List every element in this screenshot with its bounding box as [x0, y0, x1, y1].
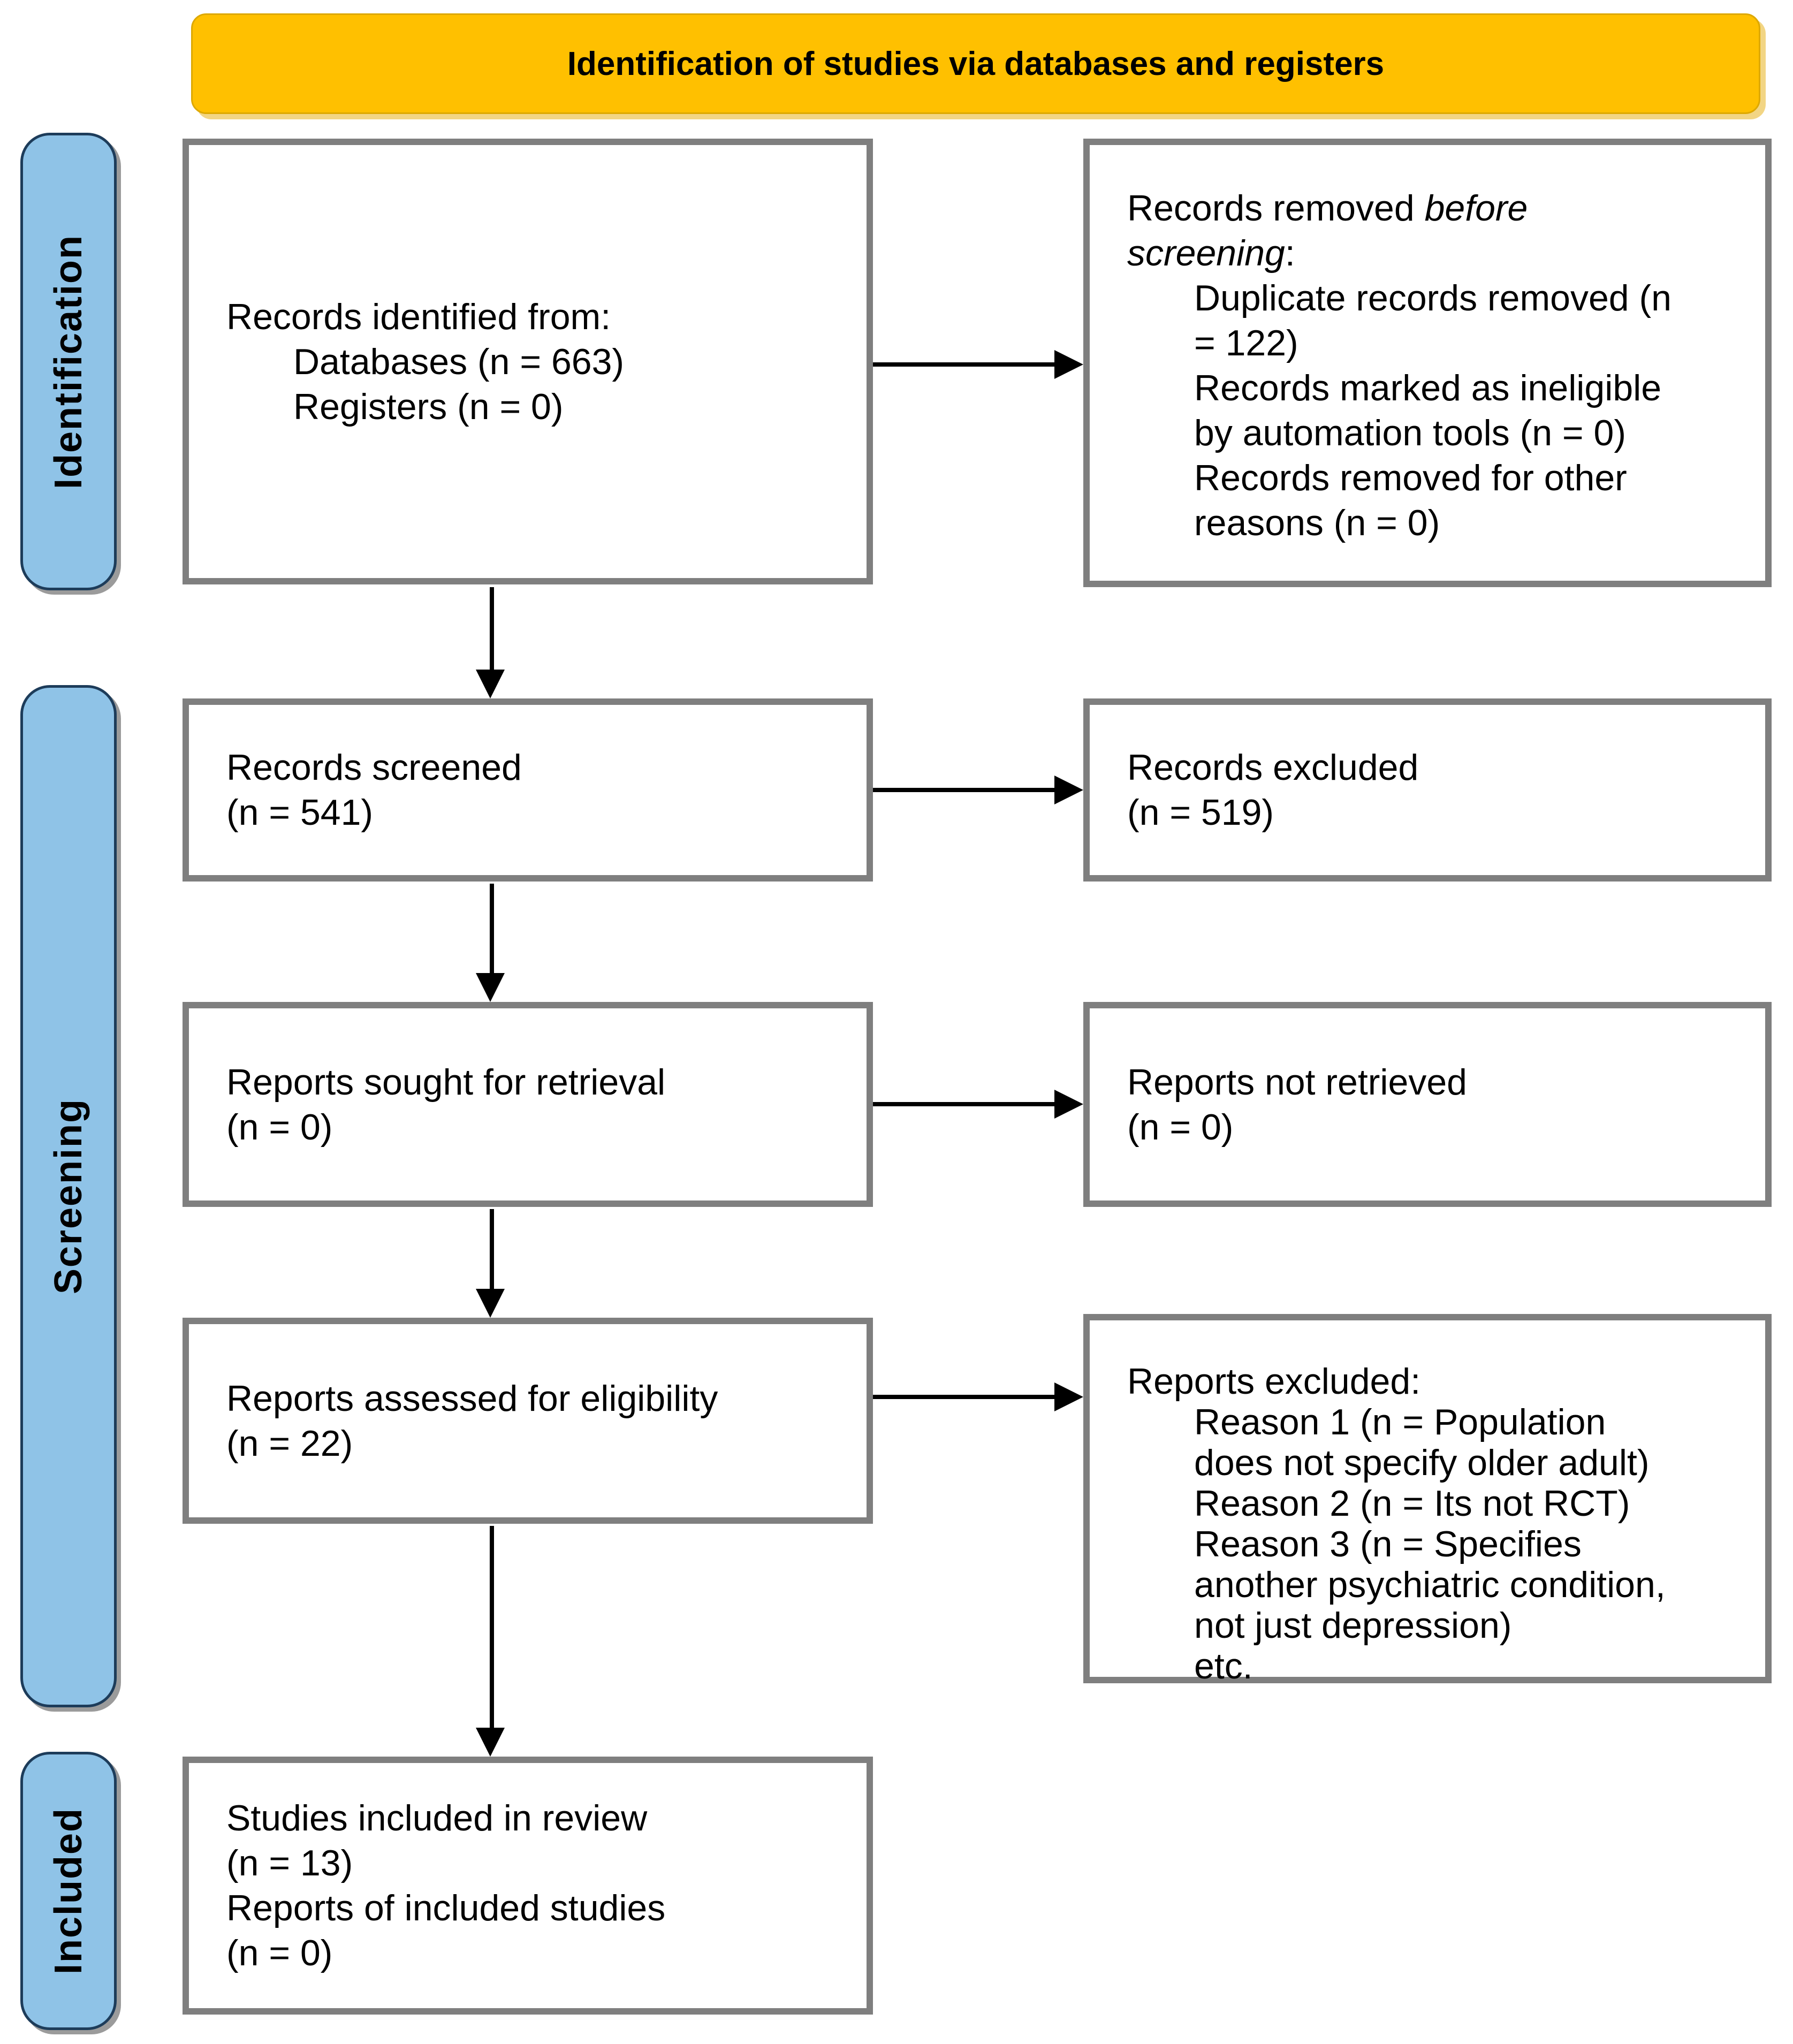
box-records-screened: Records screened (n = 541) [183, 698, 873, 882]
arrowhead-down-icon [476, 973, 505, 1002]
box-reports-sought: Reports sought for retrieval (n = 0) [183, 1002, 873, 1207]
stage-label-included: Included [47, 1807, 90, 1974]
box-title-italic: before screening [1127, 188, 1528, 273]
box-line: Records excluded [1127, 747, 1419, 788]
arrowhead-down-icon [476, 670, 505, 698]
box-reports-assessed: Reports assessed for eligibility (n = 22… [183, 1318, 873, 1524]
box-title: Reports excluded: [1127, 1361, 1421, 1402]
box-line: Reports of included studies [226, 1888, 666, 1928]
box-title: Records removed before screening: [1127, 186, 1620, 276]
arrow-shaft [873, 788, 1055, 792]
box-studies-included: Studies included in review (n = 13) Repo… [183, 1757, 873, 2015]
box-line: Reason 1 (n = Population does not specif… [1194, 1402, 1650, 1483]
box-line: Reason 2 (n = Its not RCT) [1194, 1483, 1630, 1524]
box-records-identified: Records identified from: Databases (n = … [183, 139, 873, 584]
box-reports-excluded: Reports excluded: Reason 1 (n = Populati… [1083, 1314, 1772, 1686]
box-line: Reports sought for retrieval [226, 1061, 666, 1103]
box-line: Databases (n = 663) [293, 341, 625, 382]
box-records-removed: Records removed before screening: Duplic… [1083, 139, 1772, 587]
box-line: (n = 519) [1127, 792, 1274, 833]
box-line: Duplicate records removed (n = 122) [1194, 278, 1672, 363]
box-line: (n = 0) [1127, 1106, 1234, 1148]
box-line: Reports assessed for eligibility [226, 1378, 718, 1419]
arrowhead-right-icon [1054, 1382, 1083, 1411]
arrow-shaft [490, 884, 494, 976]
stage-bar-included: Included [20, 1752, 117, 2030]
arrow-shaft [873, 1395, 1055, 1399]
box-line: Registers (n = 0) [293, 386, 564, 427]
box-line: (n = 22) [226, 1423, 353, 1464]
banner-title: Identification of studies via databases … [191, 13, 1760, 114]
arrowhead-right-icon [1054, 1090, 1083, 1119]
box-line: Studies included in review [226, 1798, 648, 1838]
stage-bar-identification: Identification [20, 133, 117, 590]
arrowhead-down-icon [476, 1728, 505, 1757]
box-line: Reports not retrieved [1127, 1061, 1467, 1103]
box-line: Reason 3 (n = Specifies another psychiat… [1194, 1524, 1666, 1646]
stage-label-identification: Identification [47, 234, 90, 489]
arrow-shaft [873, 1102, 1055, 1106]
box-line: Records screened [226, 747, 522, 788]
arrowhead-right-icon [1054, 776, 1083, 804]
arrow-shaft [490, 587, 494, 673]
box-records-excluded: Records excluded (n = 519) [1083, 698, 1772, 882]
arrow-shaft [490, 1209, 494, 1292]
box-line: Records marked as ineligible by automati… [1194, 368, 1662, 453]
box-line: (n = 0) [226, 1933, 333, 1973]
arrowhead-right-icon [1054, 350, 1083, 379]
box-title-text: Records removed [1127, 188, 1425, 229]
arrowhead-down-icon [476, 1289, 505, 1318]
box-line: (n = 13) [226, 1843, 353, 1883]
arrow-shaft [873, 362, 1055, 367]
box-reports-not-retrieved: Reports not retrieved (n = 0) [1083, 1002, 1772, 1207]
box-line: Records identified from: [226, 296, 611, 337]
box-line: (n = 541) [226, 792, 374, 833]
box-line: (n = 0) [226, 1106, 333, 1148]
box-line: Records removed for other reasons (n = 0… [1194, 458, 1627, 543]
box-line: etc. [1194, 1646, 1253, 1686]
stage-bar-screening: Screening [20, 685, 117, 1707]
arrow-shaft [490, 1526, 494, 1731]
box-title-colon: : [1285, 233, 1295, 273]
stage-label-screening: Screening [47, 1098, 90, 1295]
